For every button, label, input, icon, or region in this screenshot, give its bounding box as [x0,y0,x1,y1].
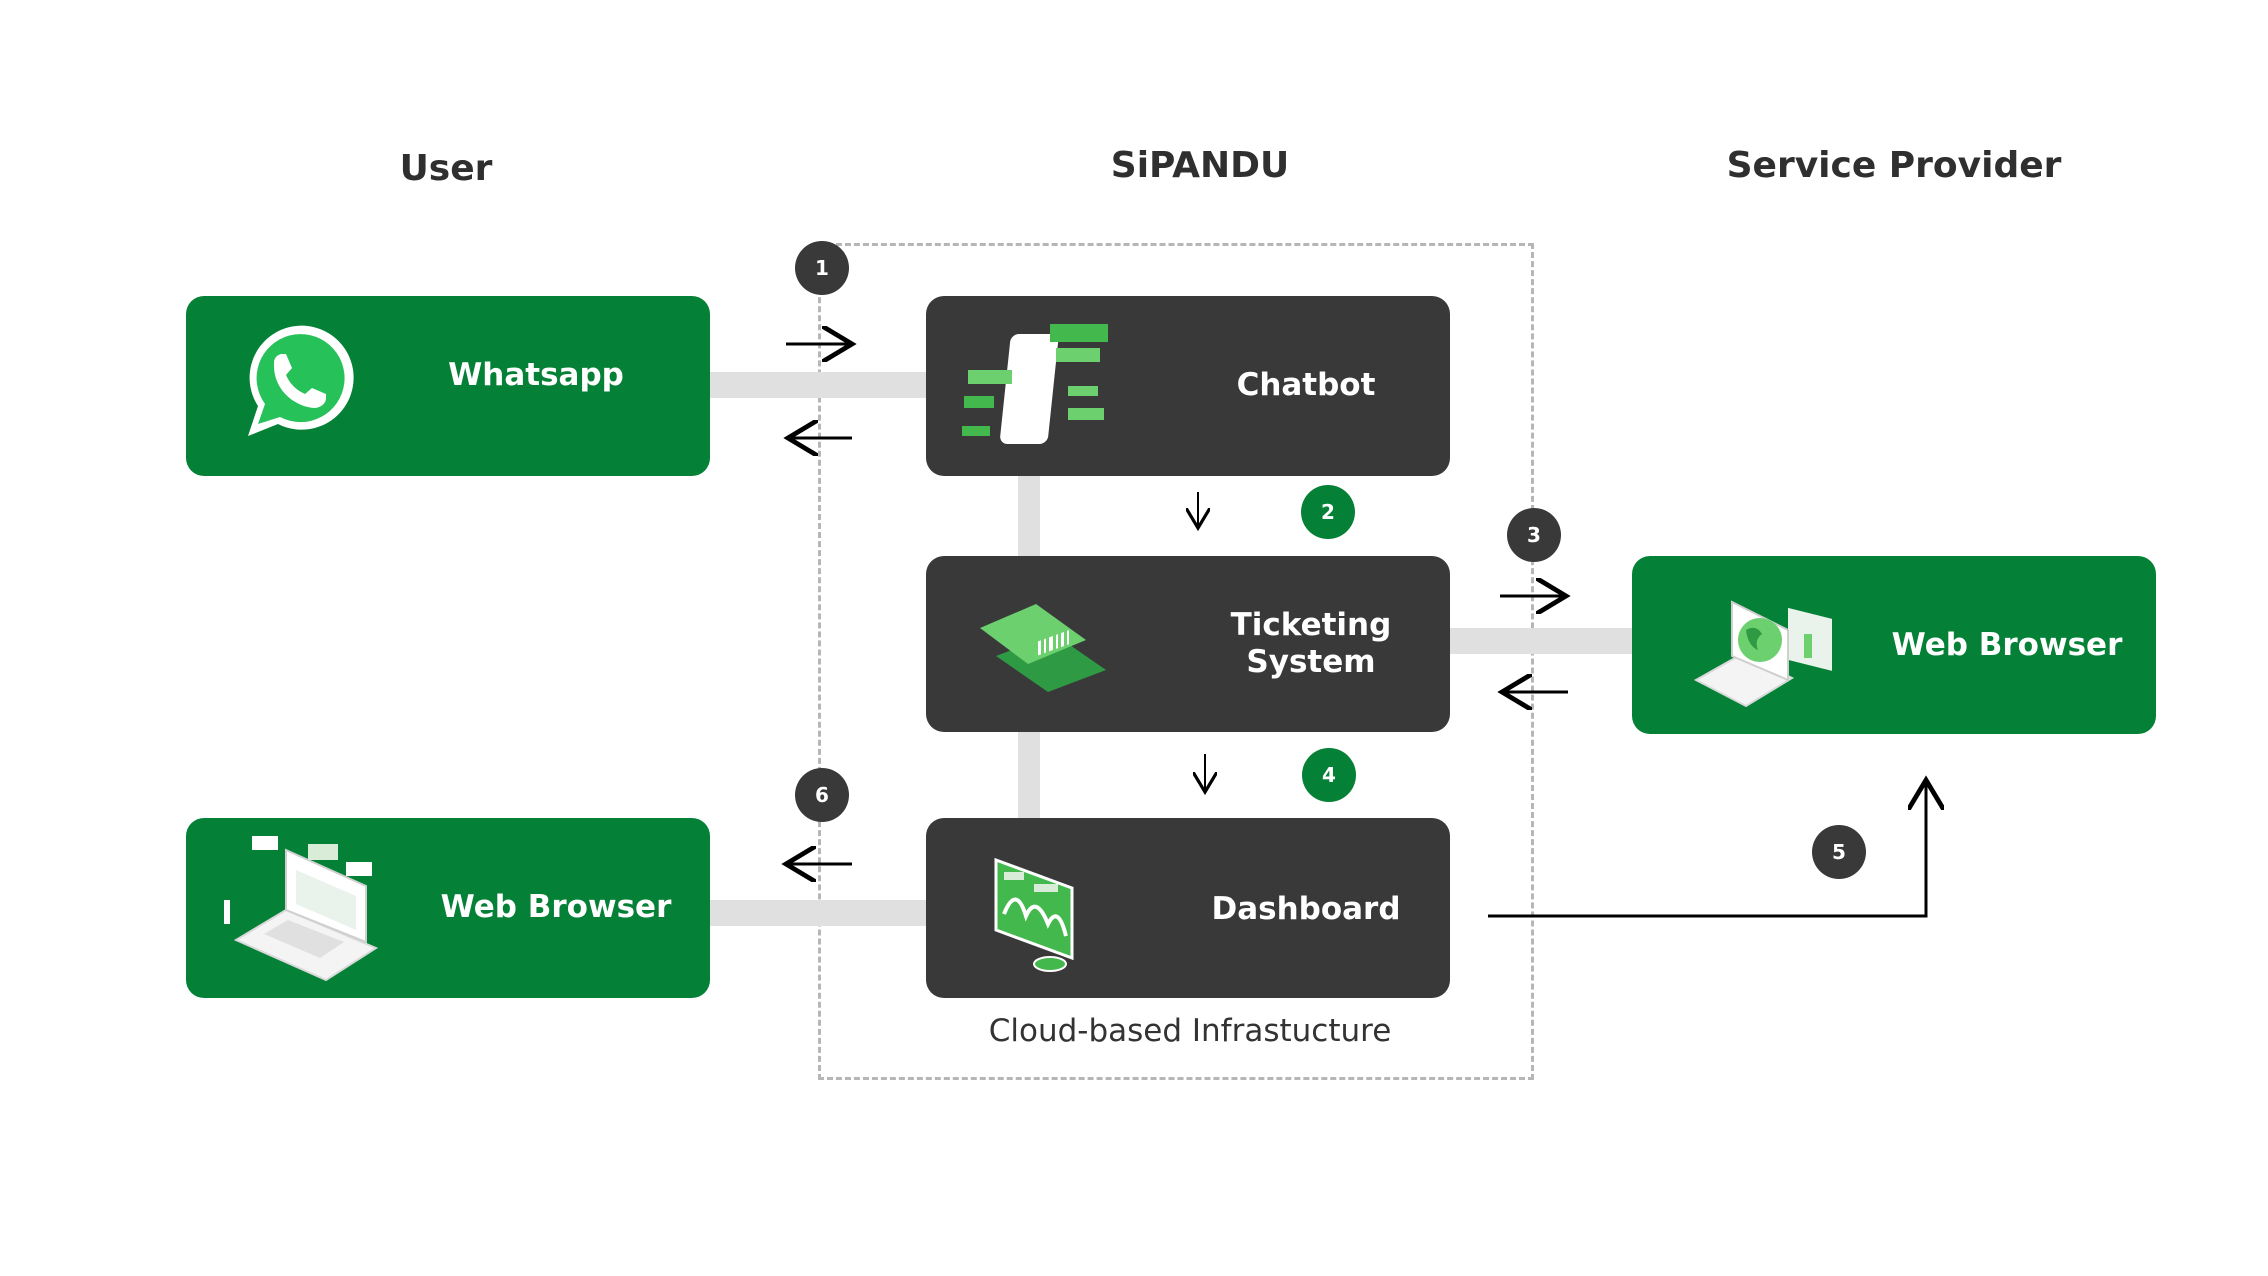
whatsapp-box[interactable]: Whatsapp [186,296,710,476]
step-badge-5: 5 [1812,825,1866,879]
connector-chatbot-ticketing [1018,472,1040,556]
ticketing-system-box[interactable]: Ticketing System [926,556,1450,732]
connector-whatsapp-chatbot [708,372,926,398]
user-web-browser-label: Web Browser [440,889,672,925]
step-badge-4: 4 [1302,748,1356,802]
phone-chat-icon [962,324,1112,458]
arrow-dashboard-to-provider [1488,780,1926,918]
chatbot-box[interactable]: Chatbot [926,296,1450,476]
laptop-windows-icon [216,830,386,994]
step-badge-2: 2 [1301,485,1355,539]
chatbot-label: Chatbot [1236,367,1376,403]
user-web-browser-box[interactable]: Web Browser [186,818,710,998]
whatsapp-logo-icon [228,318,358,452]
heading-sipandu: SiPANDU [1110,145,1290,186]
connector-ticketing-provider [1448,628,1632,654]
dashboard-monitor-icon [990,854,1090,978]
whatsapp-label: Whatsapp [448,357,624,393]
dashboard-label: Dashboard [1211,891,1401,927]
ticket-cards-icon [976,592,1116,706]
cloud-infrastructure-caption: Cloud-based Infrastucture [988,1013,1392,1049]
ticketing-label-line1: Ticketing [1230,607,1392,643]
cloud-infrastructure-frame [818,243,1534,1080]
connector-dashboard-browser [708,900,926,926]
provider-web-browser-box[interactable]: Web Browser [1632,556,2156,734]
ticketing-label-line2: System [1246,644,1376,680]
dashboard-box[interactable]: Dashboard [926,818,1450,998]
heading-user: User [399,148,493,189]
step-badge-6: 6 [795,768,849,822]
step-badge-3: 3 [1507,508,1561,562]
heading-service-provider: Service Provider [1726,145,2062,186]
provider-web-browser-label: Web Browser [1891,627,2123,663]
laptop-globe-icon [1692,582,1842,716]
step-badge-1: 1 [795,241,849,295]
connector-ticketing-dashboard [1018,732,1040,818]
